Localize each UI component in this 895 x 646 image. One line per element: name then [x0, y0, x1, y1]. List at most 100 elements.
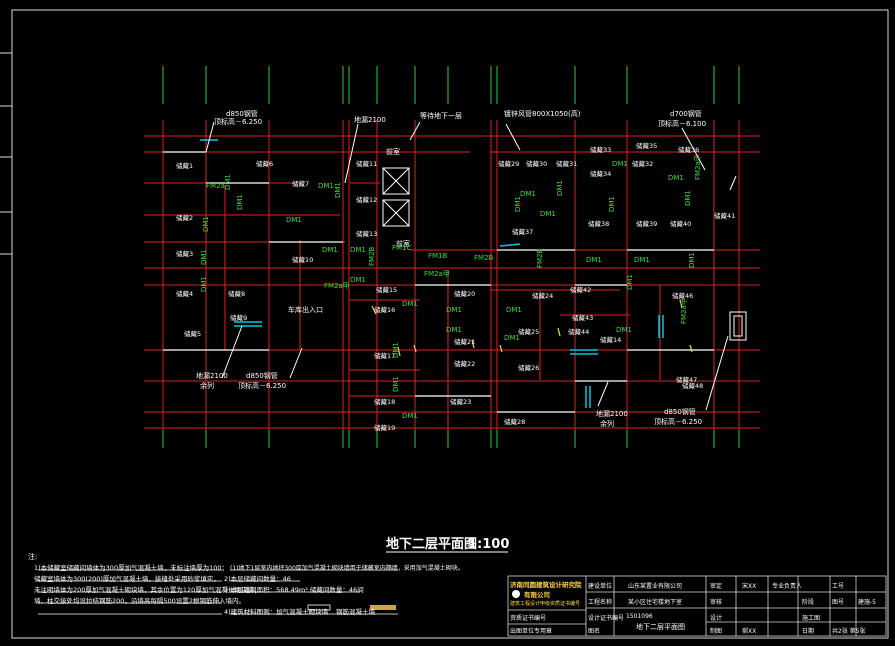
tb-unit-label: 出图单位专用章	[510, 628, 553, 635]
tb-design-no-label: 设计证书编号	[588, 615, 625, 622]
tb-stage: 施工图	[802, 615, 821, 622]
room-label: 储藏28	[504, 417, 525, 426]
tb-design-no: 1501096	[626, 613, 653, 620]
door-label: FM2a甲	[694, 154, 702, 180]
company-logo-icon	[512, 590, 520, 598]
notes-block: 注: 1)本储藏室储藏间墙体为300厚加气混凝土墙，未标注墙厚为100； 储藏室…	[24, 552, 544, 638]
annotation-texts: d850钢管 顶标高－6.250 地漏2100 等待地下一层 镀锌风管800X1…	[196, 109, 706, 428]
room-label: 储藏10	[292, 255, 313, 264]
door-label: DM1	[514, 196, 522, 212]
door-label: DM1	[668, 174, 684, 182]
room-label: 储藏23	[450, 397, 471, 406]
room-label: 储藏13	[356, 229, 377, 238]
room-label: 储藏18	[374, 397, 395, 406]
door-label: DM1	[322, 246, 338, 254]
room-label: 储藏19	[374, 423, 395, 432]
room-label: 储藏11	[356, 159, 377, 168]
room-label: 储藏5	[184, 329, 201, 338]
tb-project-label: 工程名称	[588, 599, 613, 606]
room-label: 储藏9	[230, 313, 247, 322]
door-label: FM2B	[536, 248, 544, 268]
door-label: DM1	[616, 326, 632, 334]
room-label: 储藏37	[512, 227, 533, 236]
legend-concrete	[370, 605, 396, 610]
door-label: DM1	[200, 249, 208, 265]
column-marks	[371, 299, 693, 357]
room-label: 储藏14	[600, 335, 621, 344]
room-label: 储藏32	[632, 159, 653, 168]
door-label: DM1	[540, 210, 556, 218]
room-label: 储藏42	[570, 285, 591, 294]
notes-heading: 注:	[28, 553, 38, 561]
frame-ticks	[0, 52, 12, 255]
room-label: 储藏40	[670, 219, 691, 228]
annot-shaft-bot-left: 地漏2100	[196, 371, 228, 380]
tb-company-sub: 建筑工程设计甲级资质证书编号	[510, 601, 581, 607]
room-labels: 储藏1储藏2储藏3储藏4储藏5储藏6储藏7储藏8储藏9储藏10储藏11储藏12储…	[176, 141, 735, 432]
tb-sub-label: 图名	[588, 628, 601, 635]
room-label: 储藏4	[176, 289, 193, 298]
tb-owner: 山东某置业有限公司	[628, 583, 683, 590]
door-label: DM1	[556, 180, 564, 196]
tb-chk-label: 审定	[710, 583, 723, 590]
annot-shaft-top-left: 地漏2100	[354, 115, 386, 124]
door-label: DM1	[626, 274, 634, 290]
room-label: 储藏35	[636, 141, 657, 150]
room-label: 储藏34	[590, 169, 611, 178]
annot-room-mid: 车库出入口	[288, 305, 323, 314]
door-label: DM1	[688, 252, 696, 268]
room-label: 储藏15	[376, 285, 397, 294]
room-label: 储藏31	[556, 159, 577, 168]
note-3: 3)本层建筑面积：568.49m² 储藏间数量：46间	[224, 586, 364, 594]
room-label: 储藏48	[682, 381, 703, 390]
door-label: DM1	[392, 376, 400, 392]
room-label: 储藏38	[588, 219, 609, 228]
tb-drawing-name: 地下二层平面图	[636, 623, 685, 631]
door-label: DM1	[350, 276, 366, 284]
annot-shaft-bot-left2: 余列	[200, 381, 214, 390]
room-label: 储藏25	[518, 327, 539, 336]
room-label: 储藏3	[176, 249, 193, 258]
door-label: FM2a甲	[324, 282, 350, 290]
room-label: 储藏21	[454, 337, 475, 346]
tb-sheet: 共2张 第5张	[832, 628, 866, 635]
door-label: DM1	[402, 412, 418, 420]
room-label: 储藏22	[454, 359, 475, 368]
tb-cad-label: 工号	[832, 583, 845, 590]
annot-pipe-bot-mid: d850钢管	[246, 371, 278, 380]
annot-hall2: 前室	[396, 239, 410, 248]
annot-shaft-bot-right: 地漏2100	[596, 409, 628, 418]
door-label: DM1	[504, 334, 520, 342]
door-label: DM1	[520, 190, 536, 198]
door-label: DM1	[318, 182, 334, 190]
note-2: 2)本层储藏间数量：46	[224, 575, 291, 583]
tb-company2: 有限公司	[524, 591, 550, 599]
door-label: DM1	[608, 196, 616, 212]
door-label: DM1	[202, 216, 210, 232]
tb-review-label: 审核	[710, 599, 723, 606]
drawing-scale: 1:100	[468, 537, 509, 552]
door-label: DM1	[586, 256, 602, 264]
note-4b: 钢筋混凝土墙	[336, 608, 375, 616]
door-label: DM1	[506, 306, 522, 314]
door-label: DM1	[224, 174, 232, 190]
title-block-grid	[507, 575, 887, 637]
annot-elev-top-right: 顶标高－6.100	[658, 119, 706, 128]
tb-date-label: 日期	[802, 628, 815, 635]
tb-chk: 宋XX	[742, 583, 757, 590]
tb-project: 某小区住宅楼地下室	[628, 599, 683, 606]
grid-vertical	[162, 120, 740, 430]
room-label: 储藏44	[568, 327, 589, 336]
note-1b: 储藏室墙体为300(200)厚加气混凝土墙，接缝处采用砂浆填实，	[34, 575, 220, 583]
tb-dwg-no: 建施-5	[858, 599, 876, 606]
room-label: 储藏12	[356, 195, 377, 204]
annot-elev-top-left: 顶标高－6.250	[214, 117, 262, 126]
note-1: 1)本储藏室储藏间墙体为300厚加气混凝土墙，未标注墙厚为100；	[34, 564, 228, 572]
walls	[163, 151, 714, 413]
room-label: 储藏30	[526, 159, 547, 168]
room-label: 储藏39	[636, 219, 657, 228]
door-label: DM1	[684, 190, 692, 206]
annot-shaft-bot-right2: 余列	[600, 419, 614, 428]
room-label: 储藏20	[454, 289, 475, 298]
